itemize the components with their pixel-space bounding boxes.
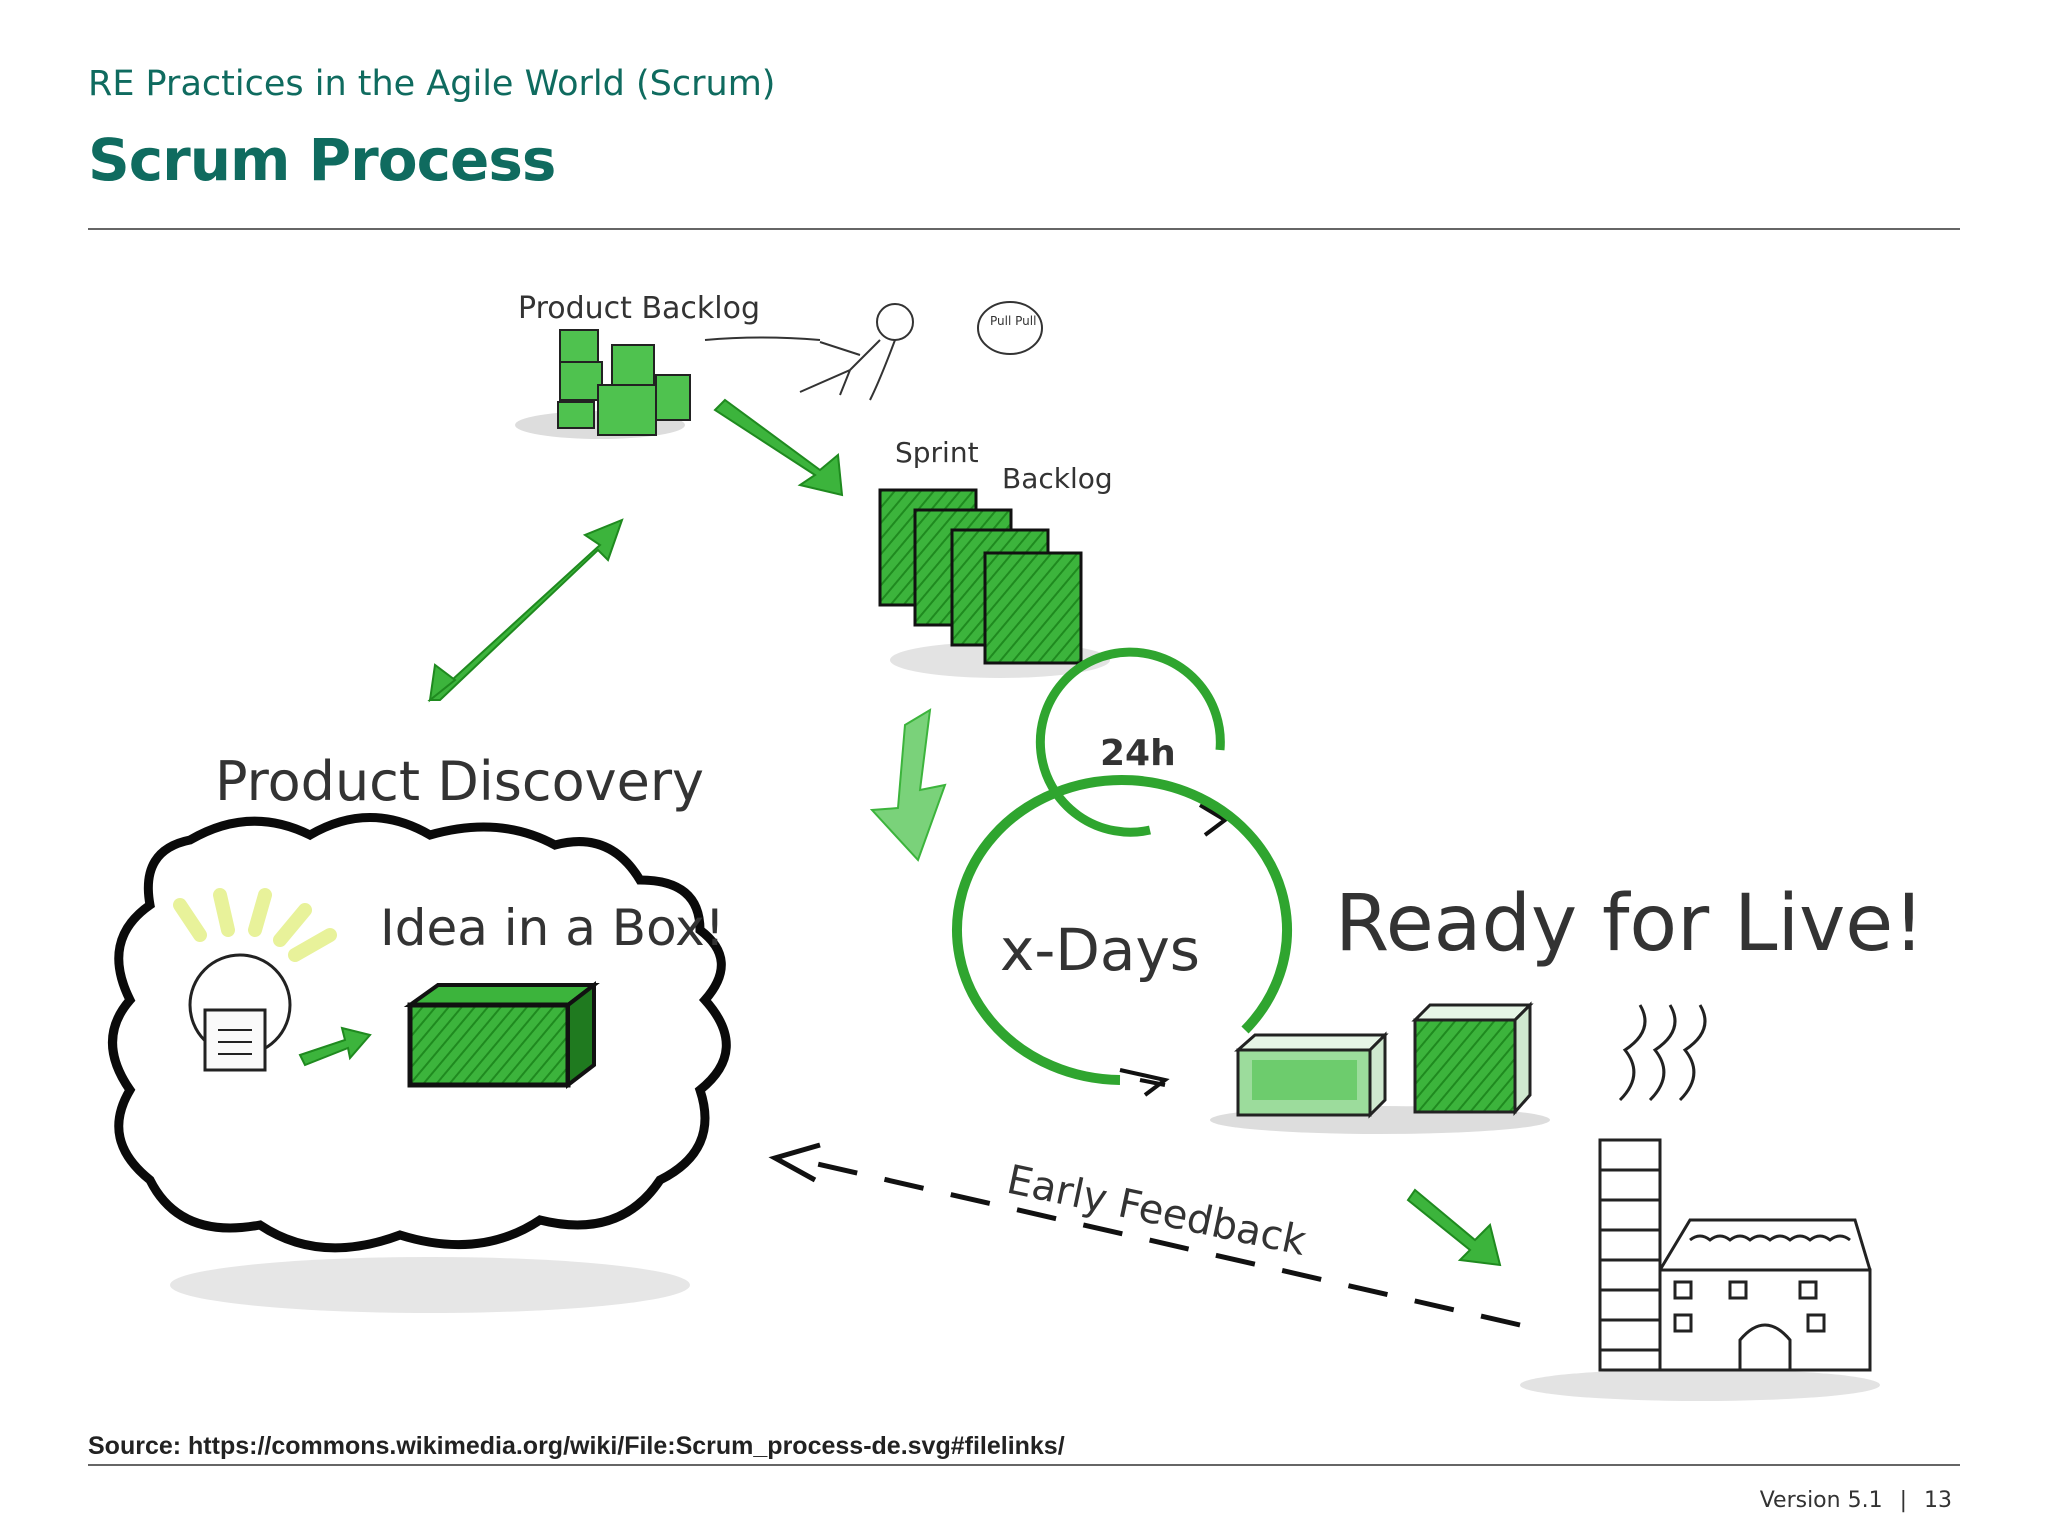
factory-icon — [1520, 1004, 1880, 1401]
sprint-label: Sprint — [895, 436, 979, 469]
product-backlog-label: Product Backlog — [518, 291, 760, 326]
early-feedback-arrow — [768, 1142, 1521, 1328]
ready-for-live-label: Ready for Live! — [1335, 879, 1925, 969]
lightbulb-icon — [173, 888, 337, 1072]
footer-divider — [88, 1464, 1960, 1466]
idea-label: Idea in a Box! — [380, 899, 725, 957]
idea-box — [403, 980, 600, 1090]
early-feedback-label: Early Feedback — [1003, 1157, 1311, 1265]
page-number: 13 — [1924, 1488, 1952, 1513]
arrow-to-cycle — [869, 708, 947, 862]
product-backlog-boxes — [515, 329, 691, 439]
footer: Version 5.1 | 13 — [1760, 1488, 1952, 1513]
footer-separator: | — [1899, 1488, 1907, 1513]
backlog-label: Backlog — [1002, 462, 1113, 495]
arrow-to-factory — [1406, 1188, 1502, 1267]
version-label: Version 5.1 — [1759, 1488, 1883, 1513]
sprint-cycle-label: x-Days — [1000, 916, 1200, 984]
arrow-idea-to-box — [298, 1026, 372, 1067]
arrow-discovery-backlog — [427, 518, 624, 701]
increment-boxes — [1210, 1001, 1550, 1134]
sprint-cycle — [952, 775, 1292, 1097]
title-divider — [88, 228, 1960, 230]
source-citation: Source: https://commons.wikimedia.org/wi… — [88, 1432, 1065, 1460]
section-subtitle: RE Practices in the Agile World (Scrum) — [88, 64, 776, 104]
pulling-figure — [704, 301, 1043, 401]
daily-cycle — [1035, 647, 1229, 837]
sprint-backlog-cards — [878, 488, 1110, 678]
product-discovery-label: Product Discovery — [215, 750, 704, 813]
daily-cycle-label: 24h — [1100, 733, 1176, 774]
slide-title: Scrum Process — [88, 126, 556, 194]
pull-speech-label: Pull Pull — [990, 314, 1036, 328]
arrow-to-sprint-backlog — [713, 398, 844, 497]
